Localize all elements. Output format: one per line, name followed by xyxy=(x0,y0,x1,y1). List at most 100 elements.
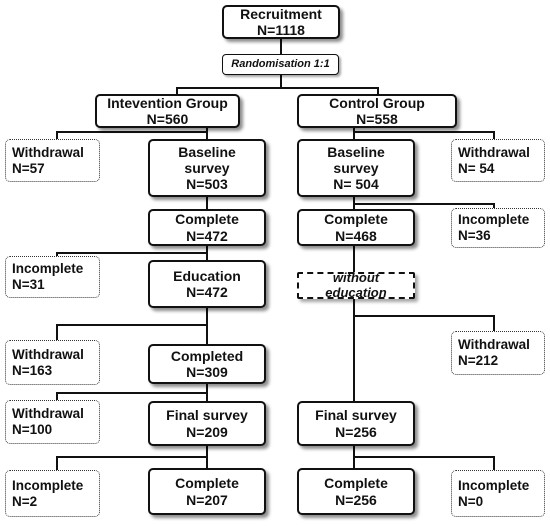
control-complete-box: Complete N=468 xyxy=(297,209,415,246)
connector xyxy=(353,298,355,402)
connector xyxy=(56,392,206,394)
without-education-line1: without xyxy=(332,269,380,285)
intervention-incomplete-count: N=31 xyxy=(12,277,45,292)
intervention-group-count: N=560 xyxy=(146,111,189,127)
control-incomplete-2-title: Incomplete xyxy=(458,477,530,493)
connector xyxy=(353,127,355,140)
control-withdrawal-2-box: Withdrawal N=212 xyxy=(451,331,545,375)
intervention-baseline-line2: survey xyxy=(184,159,230,176)
intervention-incomplete-2-count: N=2 xyxy=(12,493,38,509)
intervention-incomplete-box: Incomplete N=31 xyxy=(5,256,100,298)
connector xyxy=(206,245,208,261)
control-complete-2-box: Complete N=256 xyxy=(297,468,415,515)
connector xyxy=(353,245,355,273)
intervention-withdrawal-3-title: Withdrawal xyxy=(12,406,84,422)
education-count: N=472 xyxy=(186,284,228,300)
intervention-group-title: Intevention Group xyxy=(107,94,228,111)
connector xyxy=(206,307,208,345)
connector xyxy=(206,196,208,210)
connector xyxy=(176,87,178,95)
control-final-survey-title: Final survey xyxy=(315,407,397,424)
education-title: Education xyxy=(173,267,241,284)
control-incomplete-2-box: Incomplete N=0 xyxy=(451,470,545,517)
completed-title: Completed xyxy=(170,347,244,364)
intervention-baseline-count: N=503 xyxy=(186,176,228,193)
randomisation-label: Randomisation 1:1 xyxy=(231,58,330,71)
connector xyxy=(353,131,494,133)
connector xyxy=(56,392,58,400)
connector xyxy=(56,131,206,133)
intervention-complete-count: N=472 xyxy=(186,227,228,244)
connector xyxy=(206,445,208,469)
intervention-complete-2-title: Complete xyxy=(175,475,239,492)
recruitment-title: Recruitment xyxy=(240,5,322,22)
control-withdrawal-box: Withdrawal N= 54 xyxy=(451,139,545,182)
intervention-withdrawal-count: N=57 xyxy=(12,160,45,176)
control-incomplete-count: N=36 xyxy=(458,228,491,243)
intervention-complete-2-box: Complete N=207 xyxy=(148,468,266,515)
connector xyxy=(353,456,494,458)
intervention-final-survey-box: Final survey N=209 xyxy=(148,401,266,446)
connector xyxy=(56,324,58,340)
connector xyxy=(56,324,206,326)
intervention-withdrawal-title: Withdrawal xyxy=(12,144,84,160)
connector xyxy=(377,87,379,95)
control-complete-count: N=468 xyxy=(335,227,377,244)
intervention-withdrawal-2-count: N=163 xyxy=(12,362,53,378)
connector xyxy=(56,252,58,256)
recruitment-box: Recruitment N=1118 xyxy=(222,5,340,39)
intervention-complete-box: Complete N=472 xyxy=(148,209,266,246)
intervention-baseline-box: Baseline survey N=503 xyxy=(148,139,266,197)
connector xyxy=(206,383,208,402)
education-box: Education N=472 xyxy=(148,260,266,308)
control-baseline-line1: Baseline xyxy=(327,143,385,160)
intervention-withdrawal-2-box: Withdrawal N=163 xyxy=(5,340,100,385)
connector xyxy=(353,203,494,205)
connector xyxy=(280,38,282,54)
without-education-line2: education xyxy=(325,284,387,300)
control-group-title: Control Group xyxy=(329,94,425,111)
connector xyxy=(493,203,495,208)
intervention-incomplete-2-title: Incomplete xyxy=(12,477,84,493)
connector xyxy=(56,456,58,470)
control-withdrawal-2-title: Withdrawal xyxy=(458,337,530,353)
control-incomplete-2-count: N=0 xyxy=(458,493,484,509)
control-complete-2-title: Complete xyxy=(324,475,388,492)
intervention-incomplete-title: Incomplete xyxy=(12,261,84,277)
control-group-count: N=558 xyxy=(356,111,398,127)
control-withdrawal-title: Withdrawal xyxy=(458,144,530,160)
connector xyxy=(56,252,206,254)
control-baseline-count: N= 504 xyxy=(333,176,379,193)
completed-count: N=309 xyxy=(186,364,228,380)
intervention-withdrawal-3-box: Withdrawal N=100 xyxy=(5,400,100,444)
without-education-box: without education xyxy=(297,269,415,300)
connector xyxy=(176,87,378,89)
intervention-complete-2-count: N=207 xyxy=(186,491,228,508)
intervention-complete-title: Complete xyxy=(175,211,239,228)
control-incomplete-title: Incomplete xyxy=(458,212,530,228)
randomisation-box: Randomisation 1:1 xyxy=(222,54,339,75)
connector xyxy=(493,456,495,470)
intervention-group-box: Intevention Group N=560 xyxy=(95,94,240,128)
intervention-withdrawal-2-title: Withdrawal xyxy=(12,346,84,362)
connector xyxy=(206,127,208,140)
control-incomplete-box: Incomplete N=36 xyxy=(451,208,545,248)
intervention-baseline-line1: Baseline xyxy=(178,143,236,160)
control-baseline-box: Baseline survey N= 504 xyxy=(297,139,415,197)
intervention-withdrawal-3-count: N=100 xyxy=(12,422,53,437)
control-complete-title: Complete xyxy=(324,211,388,228)
intervention-incomplete-2-box: Incomplete N=2 xyxy=(5,470,100,517)
connector xyxy=(493,131,495,139)
control-baseline-line2: survey xyxy=(333,159,379,176)
control-final-survey-box: Final survey N=256 xyxy=(297,401,415,446)
recruitment-count: N=1118 xyxy=(257,22,305,38)
control-group-box: Control Group N=558 xyxy=(297,94,457,128)
intervention-final-survey-count: N=209 xyxy=(186,423,228,440)
completed-box: Completed N=309 xyxy=(148,344,266,384)
control-withdrawal-2-count: N=212 xyxy=(458,353,499,368)
connector xyxy=(353,315,494,317)
control-withdrawal-count: N= 54 xyxy=(458,160,495,176)
control-complete-2-count: N=256 xyxy=(335,491,377,508)
connector xyxy=(280,74,282,88)
